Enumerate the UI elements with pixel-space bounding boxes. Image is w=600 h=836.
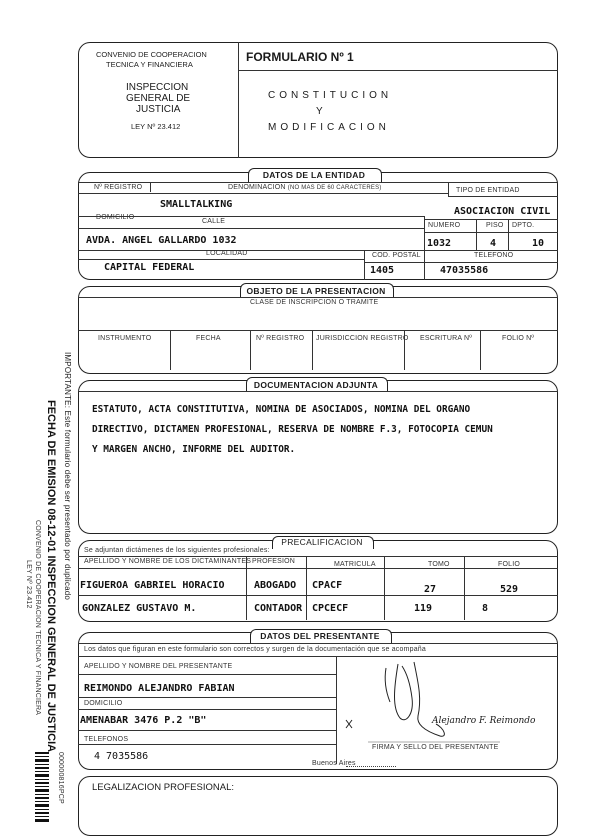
localidad-value: CAPITAL FEDERAL	[104, 262, 195, 273]
dpto-value: 10	[532, 238, 545, 249]
telefono-value: 47035586	[440, 265, 489, 276]
signature-handwritten: Alejandro F. Reimondo	[432, 716, 536, 726]
presentante-declaracion: Los datos que figuran en este formulario…	[84, 646, 426, 653]
documentacion-line-2: DIRECTIVO, DICTAMEN PROFESIONAL, RESERVA…	[92, 424, 493, 435]
clase-label: CLASE DE INSCRIPCION O TRAMITE	[250, 299, 379, 306]
convenio-line-1: CONVENIO DE COOPERACION	[96, 50, 207, 59]
fecha-emision: FECHA DE EMISION 08-12-01 INSPECCION GEN…	[45, 400, 57, 753]
precal-col-folio: FOLIO	[498, 561, 521, 568]
precal-row-1-tomo: 27	[424, 584, 437, 595]
denominacion-hint: (NO MAS DE 60 CARACTERES)	[287, 185, 382, 191]
precal-row-2-nombre: GONZALEZ GUSTAVO M.	[82, 603, 197, 614]
precal-col-nombre: APELLIDO Y NOMBRE DE LOS DICTAMINANTES	[84, 558, 252, 565]
objeto-col-jurisdiccion: JURISDICCION REGISTRO	[316, 335, 409, 342]
localidad-label: LOCALIDAD	[206, 250, 248, 257]
calle-value: AVDA. ANGEL GALLARDO 1032	[86, 235, 237, 246]
telefono-label: TELEFONO	[474, 252, 514, 259]
presentante-domicilio-label: DOMICILIO	[84, 700, 123, 707]
importante-note: IMPORTANTE: Este formulario debe ser pre…	[63, 352, 72, 601]
objeto-col-registro: Nº REGISTRO	[256, 335, 305, 342]
denominacion-label: DENOMINACION (NO MAS DE 60 CARACTERES)	[228, 184, 381, 191]
presentante-telefonos: 4 7035586	[94, 751, 149, 762]
objeto-col-escritura: ESCRITURA Nº	[420, 335, 473, 342]
documentacion-section-title: DOCUMENTACION ADJUNTA	[253, 380, 379, 390]
signature-mark-icon	[345, 661, 500, 743]
convenio-line-2: TECNICA Y FINANCIERA	[106, 60, 193, 69]
barcode-number: 000000816PCP	[57, 752, 64, 804]
precal-row-2-profesion: CONTADOR	[254, 603, 303, 614]
precalificacion-intro: Se adjuntan dictámenes de los siguientes…	[84, 547, 270, 554]
cod-postal-label: COD. POSTAL	[372, 252, 421, 259]
y-label: Y	[316, 106, 323, 117]
precal-row-1-matricula: CPACF	[312, 580, 343, 591]
dpto-label: DPTO.	[512, 222, 535, 229]
igj-line-1: INSPECCION	[126, 82, 189, 93]
objeto-section-title: OBJETO DE LA PRESENTACION	[246, 286, 386, 296]
presentante-telefonos-label: TELEFONOS	[84, 736, 129, 743]
domicilio-label: DOMICILIO	[96, 214, 135, 221]
objeto-col-instrumento: INSTRUMENTO	[98, 335, 152, 342]
precal-row-2-matricula: CPCECF	[312, 603, 349, 614]
precal-col-tomo: TOMO	[428, 561, 450, 568]
ley-side: LEY Nº 23.412	[25, 560, 32, 609]
documentacion-line-3: Y MARGEN ANCHO, INFORME DEL AUDITOR.	[92, 444, 296, 455]
igj-line-3: JUSTICIA	[136, 104, 181, 115]
numero-value: 1032	[427, 238, 452, 249]
modificacion-label: MODIFICACION	[268, 122, 390, 133]
ley-number: LEY Nº 23.412	[131, 122, 181, 131]
presentante-nombre: REIMONDO ALEJANDRO FABIAN	[84, 683, 235, 694]
barcode-icon	[35, 752, 49, 822]
precal-row-2-folio: 8	[482, 603, 489, 614]
lugar-label: Buenos Aires	[312, 760, 356, 767]
nro-registro-label: Nº REGISTRO	[94, 184, 143, 191]
precal-row-1-profesion: ABOGADO	[254, 580, 297, 591]
presentante-domicilio: AMENABAR 3476 P.2 "B"	[80, 715, 207, 726]
signature	[340, 658, 554, 758]
presentante-section-title: DATOS DEL PRESENTANTE	[260, 631, 380, 641]
tipo-label: TIPO DE ENTIDAD	[456, 187, 520, 194]
precal-row-1-nombre: FIGUEROA GABRIEL HORACIO	[80, 580, 225, 591]
constitucion-label: CONSTITUCION	[268, 90, 393, 101]
numero-label: NUMERO	[428, 222, 461, 229]
legalizacion-label: LEGALIZACION PROFESIONAL:	[92, 782, 235, 793]
convenio-side: CONVENIO DE COOPERACION TECNICA Y FINANC…	[34, 520, 41, 716]
denominacion-value: SMALLTALKING	[160, 199, 233, 210]
precal-row-1-folio: 529	[500, 584, 519, 595]
objeto-col-folio: FOLIO Nº	[502, 335, 535, 342]
precal-row-2-tomo: 119	[414, 603, 433, 614]
piso-label: PISO	[486, 222, 504, 229]
precal-col-profesion: PROFESION	[252, 558, 296, 565]
entidad-section-title: DATOS DE LA ENTIDAD	[262, 170, 366, 180]
precalificacion-section-title: PRECALIFICACION	[281, 537, 363, 547]
barcode	[35, 752, 49, 824]
tipo-value: ASOCIACION CIVIL	[454, 206, 551, 217]
header-box	[78, 42, 558, 158]
denominacion-label-text: DENOMINACION	[228, 184, 286, 191]
documentacion-line-1: ESTATUTO, ACTA CONSTITUTIVA, NOMINA DE A…	[92, 404, 471, 415]
presentante-nombre-label: APELLIDO Y NOMBRE DEL PRESENTANTE	[84, 663, 233, 670]
objeto-col-fecha: FECHA	[196, 335, 221, 342]
precal-col-matricula: MATRICULA	[334, 561, 376, 568]
cod-postal-value: 1405	[370, 265, 395, 276]
igj-line-2: GENERAL DE	[126, 93, 191, 104]
calle-label: CALLE	[202, 218, 226, 225]
firma-label: FIRMA Y SELLO DEL PRESENTANTE	[372, 744, 499, 751]
form-title: FORMULARIO Nº 1	[246, 50, 354, 64]
piso-value: 4	[490, 238, 497, 249]
